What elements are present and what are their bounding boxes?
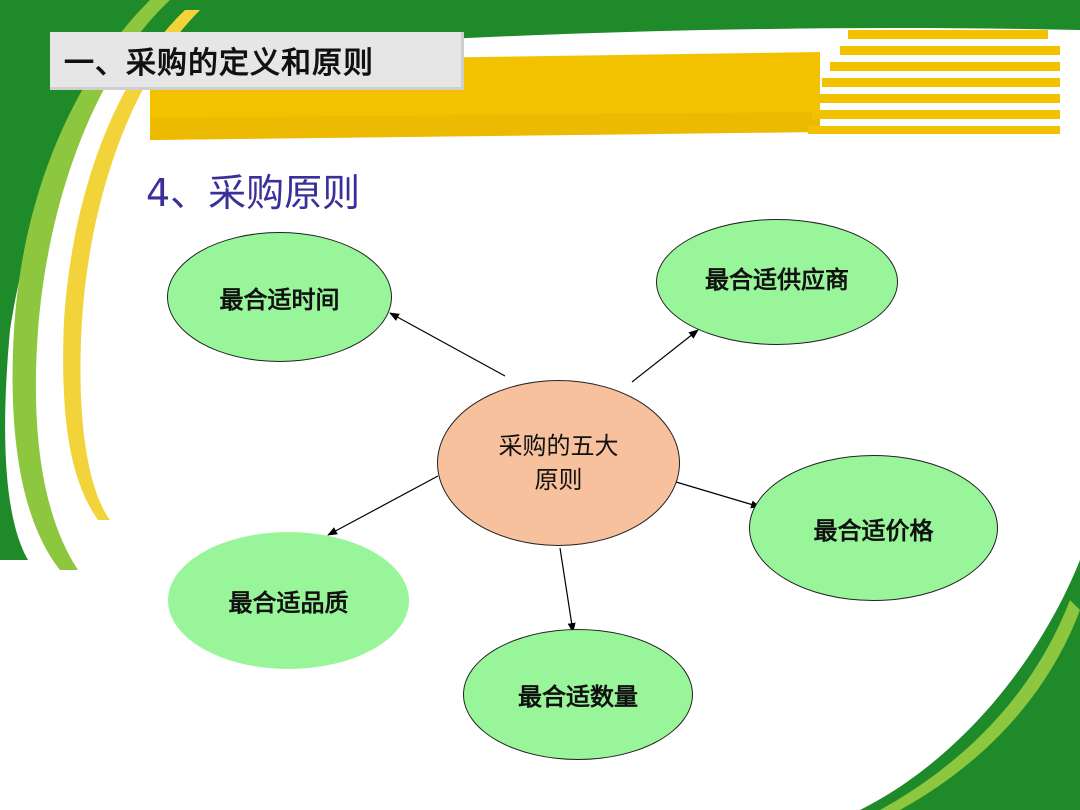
- node-label: 最合适时间: [219, 285, 340, 314]
- page-title: 一、采购的定义和原则: [64, 45, 374, 81]
- node-label: 最合适品质: [228, 589, 349, 617]
- node-best-supplier: 最合适供应商: [656, 219, 898, 345]
- right-stripes: [808, 30, 1060, 134]
- green-bottom-right: [860, 560, 1080, 810]
- node-label: 最合适数量: [518, 683, 638, 711]
- center-label-line2: 原则: [534, 466, 583, 494]
- yellow-header-bar-shade: [150, 112, 820, 140]
- green-top-band: [0, 0, 1080, 90]
- green-left-sweep: [0, 0, 160, 560]
- node-label: 最合适价格: [813, 516, 934, 545]
- header-box: 一、采购的定义和原则: [50, 32, 464, 90]
- node-best-price: 最合适价格: [749, 455, 998, 601]
- node-best-time: 最合适时间: [167, 232, 392, 362]
- node-label: 最合适供应商: [705, 265, 849, 294]
- section-subtitle: 4、采购原则: [146, 171, 361, 215]
- node-best-quality: 最合适品质: [168, 532, 409, 669]
- center-label-line1: 采购的五大: [498, 432, 619, 460]
- node-center-principles: 采购的五大 原则: [437, 380, 680, 546]
- light-green-curve: [12, 0, 170, 570]
- yellow-curve: [63, 10, 200, 520]
- node-best-quantity: 最合适数量: [463, 629, 693, 760]
